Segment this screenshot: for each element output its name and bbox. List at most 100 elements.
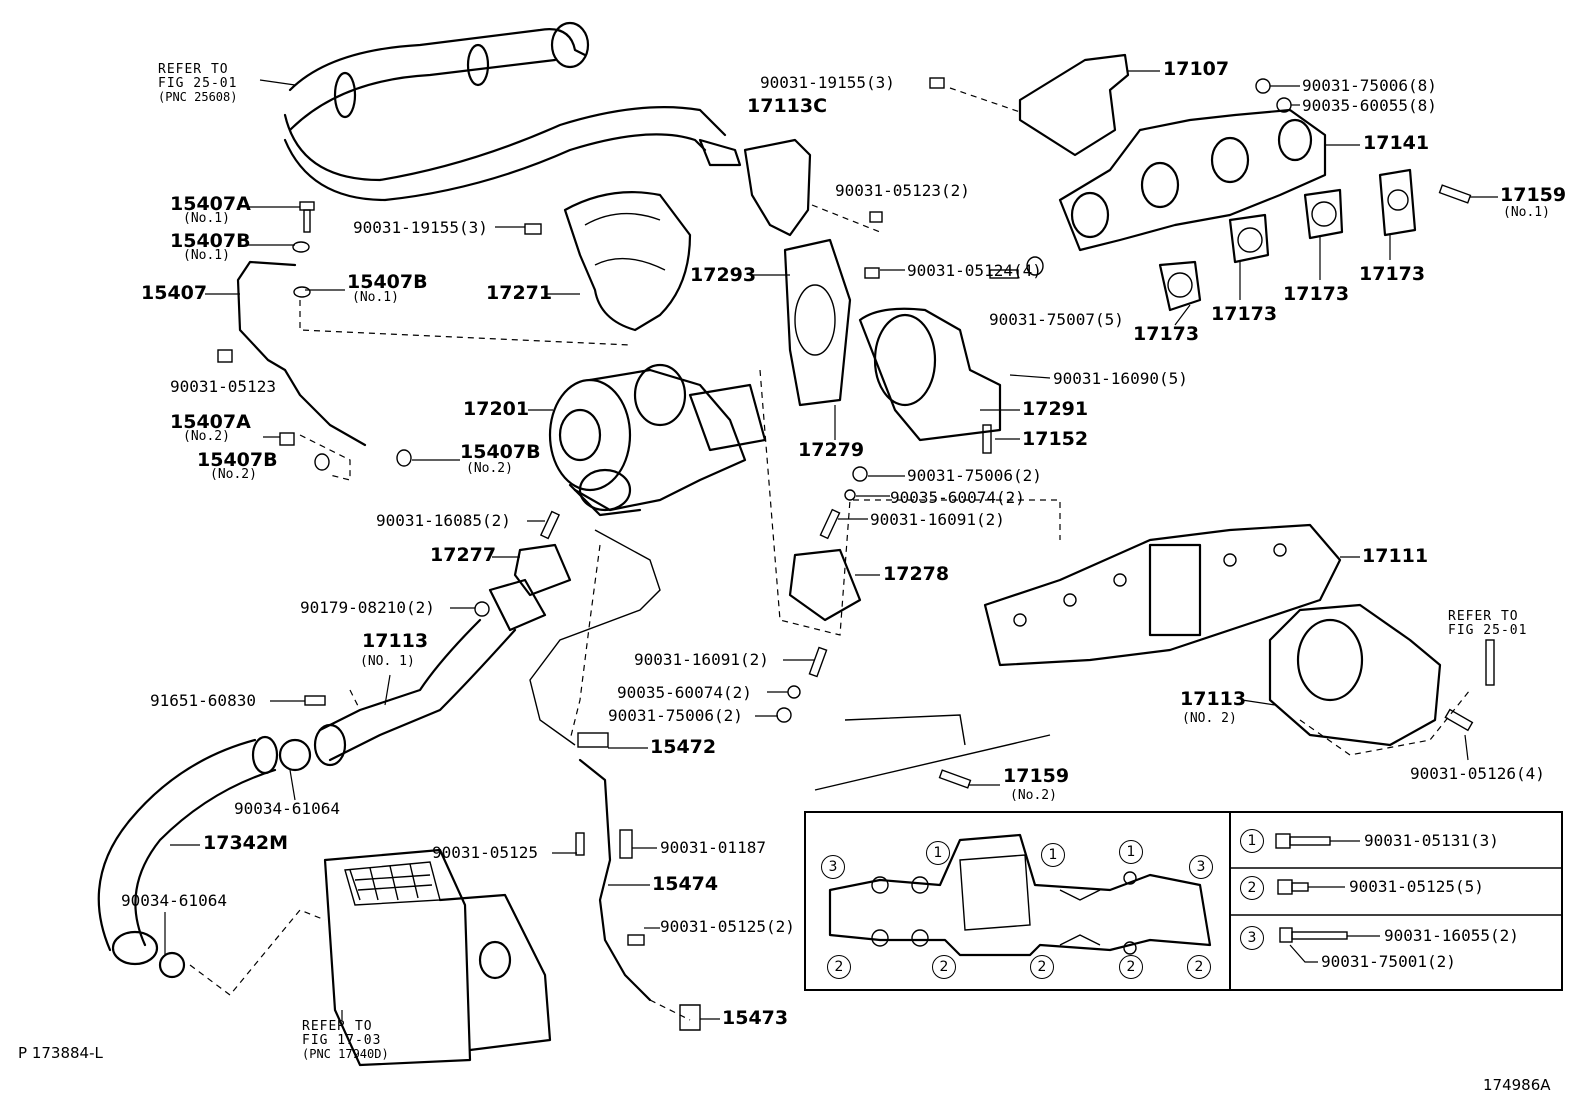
callout-90179-08210: 90179-08210(2) [300, 598, 435, 617]
footer-left-code: P 173884-L [18, 1044, 103, 1062]
legend-marker-1: 1 [1240, 829, 1264, 853]
inset-marker-2: 2 [1030, 955, 1054, 979]
callout-17173-b: 17173 [1211, 303, 1278, 325]
callout-15472: 15472 [650, 736, 717, 758]
inset-marker-2: 2 [1119, 955, 1143, 979]
clamp-90034-upper [278, 738, 312, 772]
callout-90031-05126: 90031-05126(4) [1410, 764, 1545, 783]
callout-15407b-no1b-sub: (No.1) [352, 290, 399, 305]
intercooler [323, 848, 552, 1067]
callout-17342m: 17342M [203, 832, 289, 854]
callout-15474: 15474 [652, 873, 719, 895]
legend-marker-2: 2 [1240, 876, 1264, 900]
callout-17291: 17291 [1022, 398, 1089, 420]
clamp-90034-lower [158, 951, 186, 979]
callout-17277: 17277 [430, 544, 497, 566]
callout-90031-16091-low: 90031-16091(2) [634, 650, 769, 669]
callout-15407b-no1b: 15407B [347, 271, 428, 293]
legend-item-3a: 90031-16055(2) [1384, 926, 1519, 945]
hose-17342m [97, 735, 279, 966]
callout-17159-no1: 17159 [1500, 184, 1567, 206]
callout-90031-75006-top: 90031-75006(8) [1302, 76, 1437, 95]
engine-head-outline [814, 714, 1051, 791]
callout-90031-01187: 90031-01187 [660, 838, 766, 857]
dashed-lines [189, 87, 1471, 1021]
callout-15407b-no1a: 15407B [170, 230, 251, 252]
legend-item-3b: 90031-75001(2) [1321, 952, 1456, 971]
callout-15407b-no2-right-sub: (No.2) [466, 461, 513, 476]
callout-90031-05125-2: 90031-05125(2) [660, 917, 795, 936]
callout-90031-16091-mid: 90031-16091(2) [870, 510, 1005, 529]
callout-90031-05123-right: 90031-05123(2) [835, 181, 970, 200]
callout-17141: 17141 [1363, 132, 1430, 154]
callout-90031-05123-left: 90031-05123 [170, 377, 276, 396]
turbocharger-17201 [548, 363, 767, 517]
legend-fastener-drawings [1275, 833, 1380, 963]
egr-pipe-top [283, 21, 742, 202]
legend-item-1: 90031-05131(3) [1364, 831, 1499, 850]
inset-marker-3: 3 [1189, 855, 1213, 879]
callout-15407b-no1a-sub: (No.1) [183, 248, 230, 263]
gaskets-17173 [1158, 168, 1417, 312]
callout-17159-no1-sub: (No.1) [1503, 205, 1550, 220]
callout-90034-61064-a: 90034-61064 [234, 799, 340, 818]
inset-marker-2: 2 [932, 955, 956, 979]
callout-15407a-no1: 15407A [170, 193, 251, 215]
callout-17201: 17201 [463, 398, 530, 420]
intake-manifold-17111 [983, 523, 1342, 667]
inset-manifold-outline [828, 833, 1212, 957]
callout-17293: 17293 [690, 264, 757, 286]
callout-17113-no1: 17113 [362, 630, 429, 652]
bracket-17107 [1018, 53, 1130, 157]
callout-17279: 17279 [798, 439, 865, 461]
callout-15407a-no1-sub: (No.1) [183, 211, 230, 226]
callout-17173-a: 17173 [1133, 323, 1200, 345]
callout-17159-no2-sub: (No.2) [1010, 788, 1057, 803]
inset-marker-1: 1 [1119, 840, 1143, 864]
legend-marker-3: 3 [1240, 926, 1264, 950]
callout-90031-16090: 90031-16090(5) [1053, 369, 1188, 388]
inset-box [804, 811, 1563, 991]
callout-90031-05124: 90031-05124(4) [907, 261, 1042, 280]
callout-17173-c: 17173 [1283, 283, 1350, 305]
callout-17159-no2: 17159 [1003, 765, 1070, 787]
gasket-17278 [788, 548, 862, 622]
callout-17113c: 17113C [747, 95, 828, 117]
callout-17113-no2: 17113 [1180, 688, 1247, 710]
callout-17271: 17271 [486, 282, 553, 304]
callout-15473: 15473 [722, 1007, 789, 1029]
callout-17278: 17278 [883, 563, 950, 585]
heat-shield-17271 [563, 191, 692, 332]
callout-17111: 17111 [1362, 545, 1429, 567]
bracket-17113c [743, 138, 812, 237]
callout-90031-75006-mid: 90031-75006(2) [907, 466, 1042, 485]
callout-90035-60055: 90035-60055(8) [1302, 96, 1437, 115]
callout-17113-no1-sub: (NO. 1) [360, 654, 415, 669]
leader-lines [164, 70, 1498, 1020]
callout-90031-16085: 90031-16085(2) [376, 511, 511, 530]
callout-90035-60074-low: 90035-60074(2) [617, 683, 752, 702]
callout-17107: 17107 [1163, 58, 1230, 80]
callout-15407b-no2-left-sub: (No.2) [210, 467, 257, 482]
callout-91651-60830: 91651-60830 [150, 691, 256, 710]
callout-15407: 15407 [141, 282, 208, 304]
footer-right-code: 174986A [1483, 1076, 1551, 1094]
callout-90031-75006-low: 90031-75006(2) [608, 706, 743, 725]
reference-note-bottom: REFER TO FIG 17-03 (PNC 17940D) [302, 1019, 389, 1061]
exhaust-manifold-17141 [1058, 108, 1327, 252]
engine-block-outline [529, 529, 661, 746]
callout-90031-19155-top: 90031-19155(3) [760, 73, 895, 92]
callout-17152: 17152 [1022, 428, 1089, 450]
callout-17113-no2-sub: (NO. 2) [1182, 711, 1237, 726]
callout-15407b-no2-left: 15407B [197, 449, 278, 471]
callout-17173-d: 17173 [1359, 263, 1426, 285]
fasteners [217, 77, 1495, 1031]
callout-15407b-no2-right: 15407B [460, 441, 541, 463]
legend-item-2: 90031-05125(5) [1349, 877, 1484, 896]
reference-note-right: REFER TO FIG 25-01 [1448, 609, 1528, 638]
elbow-17291 [783, 238, 1002, 442]
callout-90031-75007: 90031-75007(5) [989, 310, 1124, 329]
callout-90031-19155-mid: 90031-19155(3) [353, 218, 488, 237]
callout-90035-60074-mid: 90035-60074(2) [890, 488, 1025, 507]
